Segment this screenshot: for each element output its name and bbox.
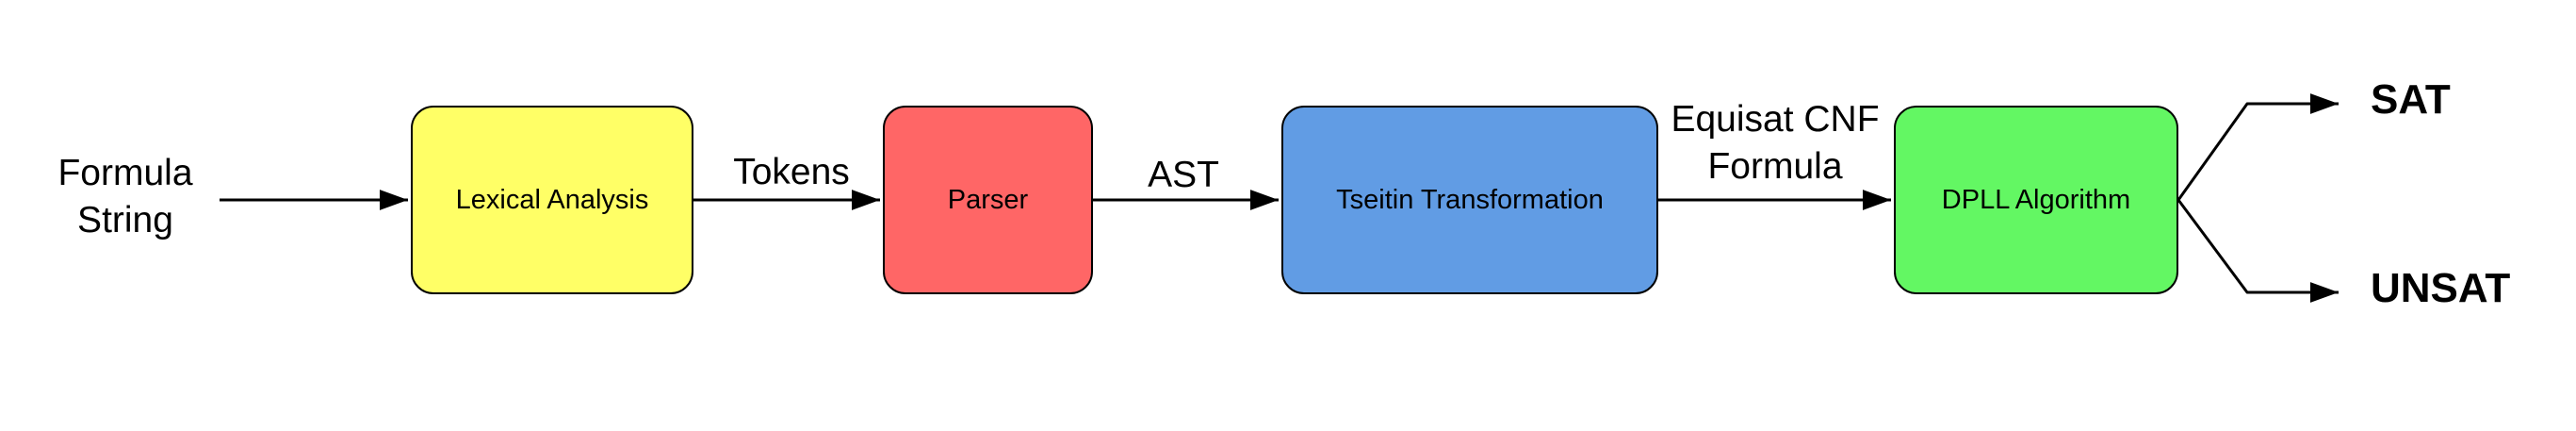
node-label: Tseitin Transformation <box>1336 184 1604 215</box>
node-label: Lexical Analysis <box>455 184 649 215</box>
node-parser: Parser <box>883 106 1093 294</box>
edge-label-tokens: Tokens <box>733 152 850 193</box>
arrow-dpll-to-unsat <box>2177 199 2339 303</box>
node-lexical-analysis: Lexical Analysis <box>411 106 693 294</box>
edge-label-ast: AST <box>1148 155 1219 196</box>
node-dpll-algorithm: DPLL Algorithm <box>1894 106 2178 294</box>
output-label-unsat: UNSAT <box>2371 265 2511 311</box>
node-label: Parser <box>947 184 1029 215</box>
arrow-dpll-to-sat <box>2177 93 2339 201</box>
node-label: DPLL Algorithm <box>1941 184 2131 215</box>
input-label-formula-string: Formula String <box>57 153 193 240</box>
edge-label-equisat-cnf-formula: Equisat CNF Formula <box>1671 99 1880 187</box>
node-tseitin-transformation: Tseitin Transformation <box>1281 106 1658 294</box>
output-label-sat: SAT <box>2371 76 2451 123</box>
